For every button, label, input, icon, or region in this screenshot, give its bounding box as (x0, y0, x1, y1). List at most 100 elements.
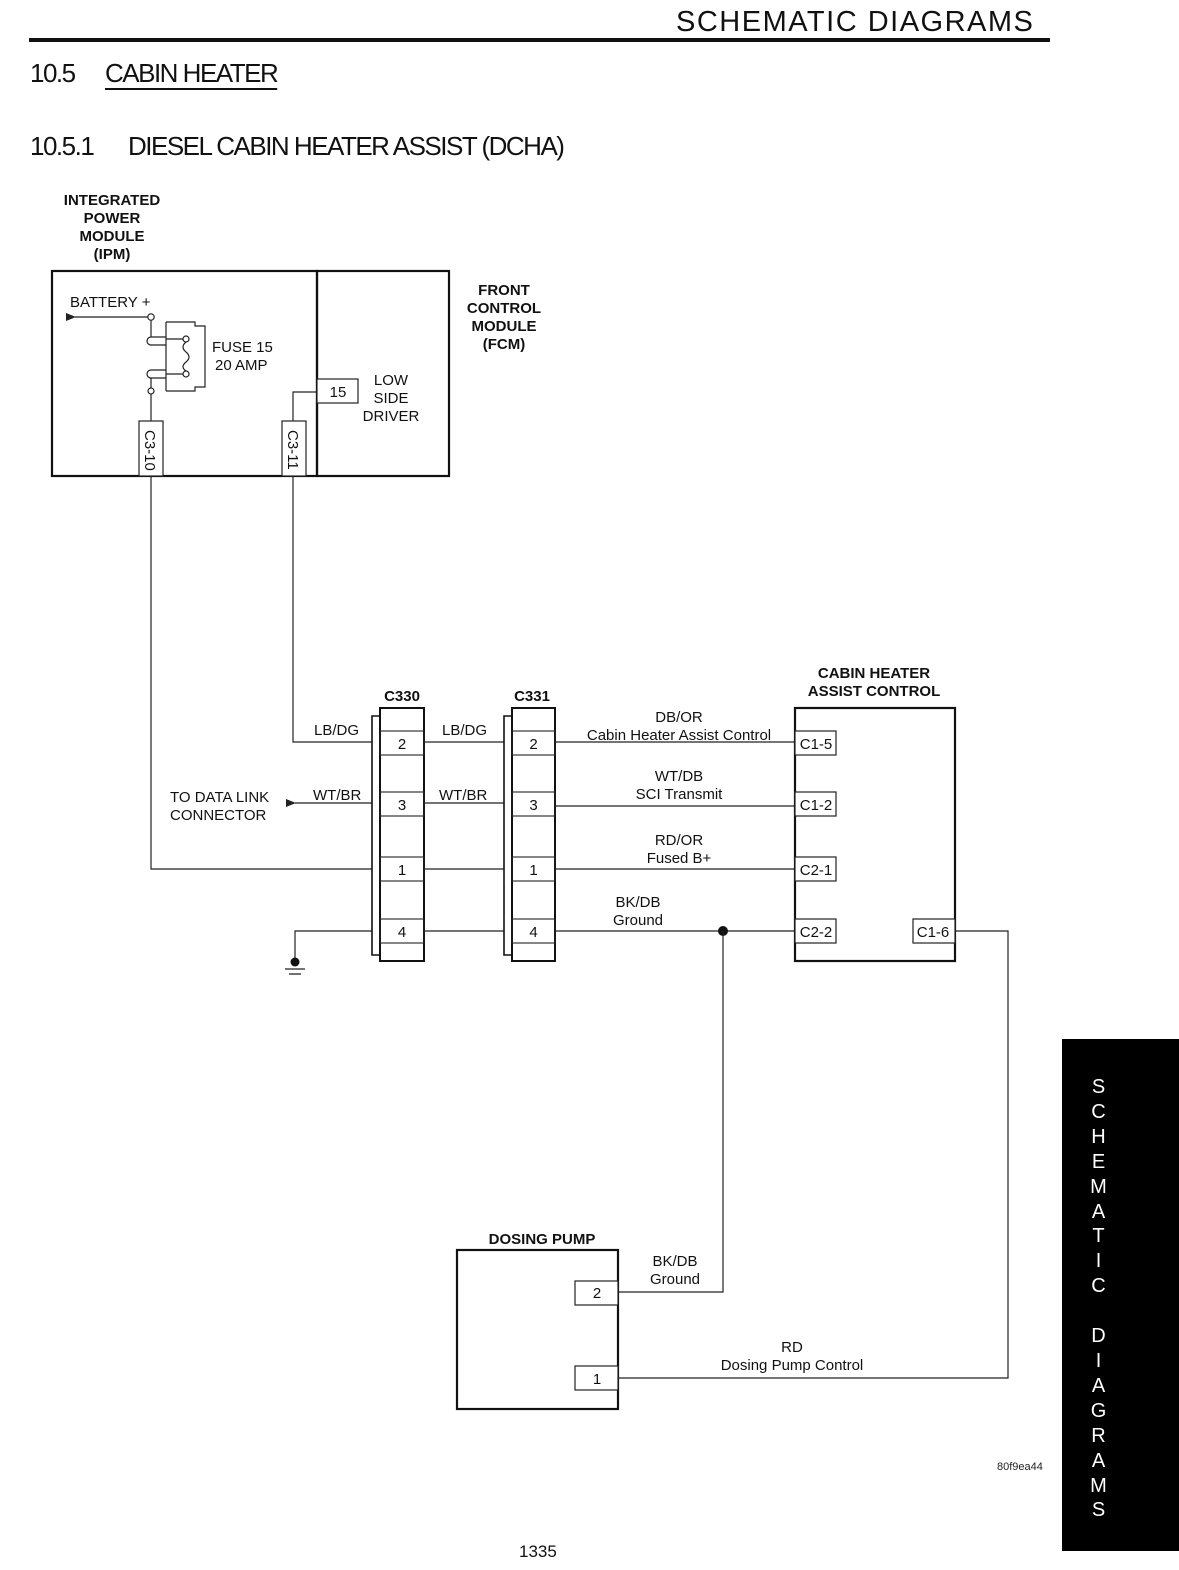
connector-pin-number: 1 (398, 862, 406, 879)
circuit-function: SCI Transmit (636, 786, 724, 803)
connector-pin-number: 1 (529, 862, 537, 879)
driver-label: DRIVER (363, 408, 420, 425)
side-tab-letter (1062, 1299, 1135, 1324)
fcm-title-line: MODULE (472, 318, 537, 335)
chac-pin (794, 918, 837, 944)
wire-color-label: WT/BR (313, 787, 361, 804)
chac-pin (794, 856, 837, 882)
dosing-pump-pin-label: 2 (593, 1285, 601, 1302)
side-tab-letter: S (1091, 1076, 1106, 1098)
chac-pin (794, 791, 837, 817)
side-tab-letter: H (1091, 1125, 1106, 1148)
ground-icon (285, 957, 305, 975)
side-tab-letter: R (1091, 1424, 1106, 1447)
connector-c331-label: C331 (514, 688, 550, 705)
fcm-title-line: FRONT (478, 282, 530, 299)
ipm-title-line: INTEGRATED (64, 192, 161, 209)
side-tab-letter: A (1091, 1374, 1106, 1397)
chac-pin-label: C1-5 (800, 736, 833, 753)
circuit-function: Ground (613, 912, 663, 929)
subsection-number: 10.5.1 (30, 131, 95, 161)
data-link-label: TO DATA LINK (170, 789, 269, 806)
fcm-pin-15 (316, 378, 359, 404)
side-tab-letter: G (1090, 1399, 1107, 1422)
ipm-title-line: (IPM) (94, 246, 131, 263)
wire-color-label: LB/DG (314, 722, 359, 739)
connector-pin-cell (379, 730, 425, 756)
side-tab-letter: I (1095, 1349, 1102, 1372)
figure-id: 80f9ea44 (997, 1461, 1043, 1473)
ipm-title: INTEGRATED POWER MODULE (IPM) (64, 192, 161, 263)
connector-c331: 2 3 1 4 (503, 707, 556, 962)
fuse-label: FUSE 15 (212, 339, 273, 356)
connector-pin-number: 4 (398, 924, 406, 941)
dosing-pump-pin-2 (574, 1280, 619, 1306)
connector-pin-number: 2 (529, 736, 537, 753)
battery-label: BATTERY + (70, 294, 151, 311)
circuit-color: BK/DB (652, 1253, 697, 1270)
side-tab-letter: C (1091, 1100, 1106, 1123)
chac-pin-label: C2-2 (800, 924, 833, 941)
side-tab-letter: M (1090, 1474, 1107, 1497)
chac-pin-c1-6 (912, 918, 956, 944)
side-tab-letter: D (1091, 1325, 1106, 1348)
connector-pin-number: 4 (529, 924, 537, 941)
wire-color-label: WT/BR (439, 787, 487, 804)
driver-label: LOW (374, 372, 409, 389)
header-title: SCHEMATIC DIAGRAMS (676, 6, 1035, 38)
driver-label: SIDE (373, 390, 408, 407)
side-tab-letter: E (1091, 1150, 1106, 1173)
circuit-function: Ground (650, 1271, 700, 1288)
wire-color-label: LB/DG (442, 722, 487, 739)
connector-pin-cell (511, 791, 556, 817)
connector-pin-number: 3 (398, 797, 406, 814)
fcm-module-box (315, 269, 451, 478)
data-link-label: CONNECTOR (170, 807, 267, 824)
fuse-rating: 20 AMP (215, 357, 268, 374)
terminal-icon (147, 313, 155, 321)
connector-c330-label: C330 (384, 688, 420, 705)
side-tab-letter: S (1091, 1499, 1106, 1522)
chac-pin-label: C1-6 (917, 924, 950, 941)
header-rule (29, 38, 1050, 42)
circuit-color: DB/OR (655, 709, 703, 726)
wire-fused-b-plus (150, 476, 372, 870)
ipm-pin-c3-11 (281, 420, 307, 477)
wire-dosing-pump-control (618, 930, 1009, 1379)
chac-pin (794, 730, 837, 756)
side-tab-letter: A (1091, 1449, 1106, 1472)
connector-pin-number: 2 (398, 736, 406, 753)
connector-pin-cell (379, 791, 425, 817)
side-tab-letter: C (1091, 1275, 1106, 1298)
side-tab-letter: T (1092, 1225, 1105, 1248)
fcm-title-line: CONTROL (467, 300, 541, 317)
circuit-color: BK/DB (615, 894, 660, 911)
page-number: 1335 (519, 1542, 557, 1561)
circuit-color: WT/DB (655, 768, 703, 785)
circuit-color: RD/OR (655, 832, 704, 849)
connector-pin-cell (511, 730, 556, 756)
wire-ground (294, 930, 372, 960)
connector-c330: 2 3 1 4 (371, 707, 425, 962)
ipm-title-line: POWER (84, 210, 141, 227)
side-tab-letter: A (1091, 1200, 1106, 1223)
fuse-icon (146, 320, 206, 395)
dosing-pump-pin-label: 1 (593, 1371, 601, 1388)
chac-pin-label: C2-1 (800, 862, 833, 879)
fcm-title-line: (FCM) (483, 336, 525, 353)
circuit-color: RD (781, 1339, 803, 1356)
section-number: 10.5 (30, 58, 76, 88)
connector-pin-number: 3 (529, 797, 537, 814)
chac-module-box (793, 706, 957, 963)
wire-pump-ground (618, 931, 724, 1293)
fcm-pin-label: 15 (330, 384, 347, 401)
dosing-pump-pin-1 (574, 1365, 619, 1391)
circuit-function: Fused B+ (647, 850, 712, 867)
side-tab-letter: I (1095, 1250, 1102, 1273)
fcm-title: FRONT CONTROL MODULE (FCM) (467, 282, 541, 353)
subsection-title: DIESEL CABIN HEATER ASSIST (DCHA) (128, 131, 565, 161)
side-tab-letter: M (1090, 1175, 1107, 1198)
chac-pin-label: C1-2 (800, 797, 833, 814)
dosing-pump-box (455, 1248, 620, 1411)
